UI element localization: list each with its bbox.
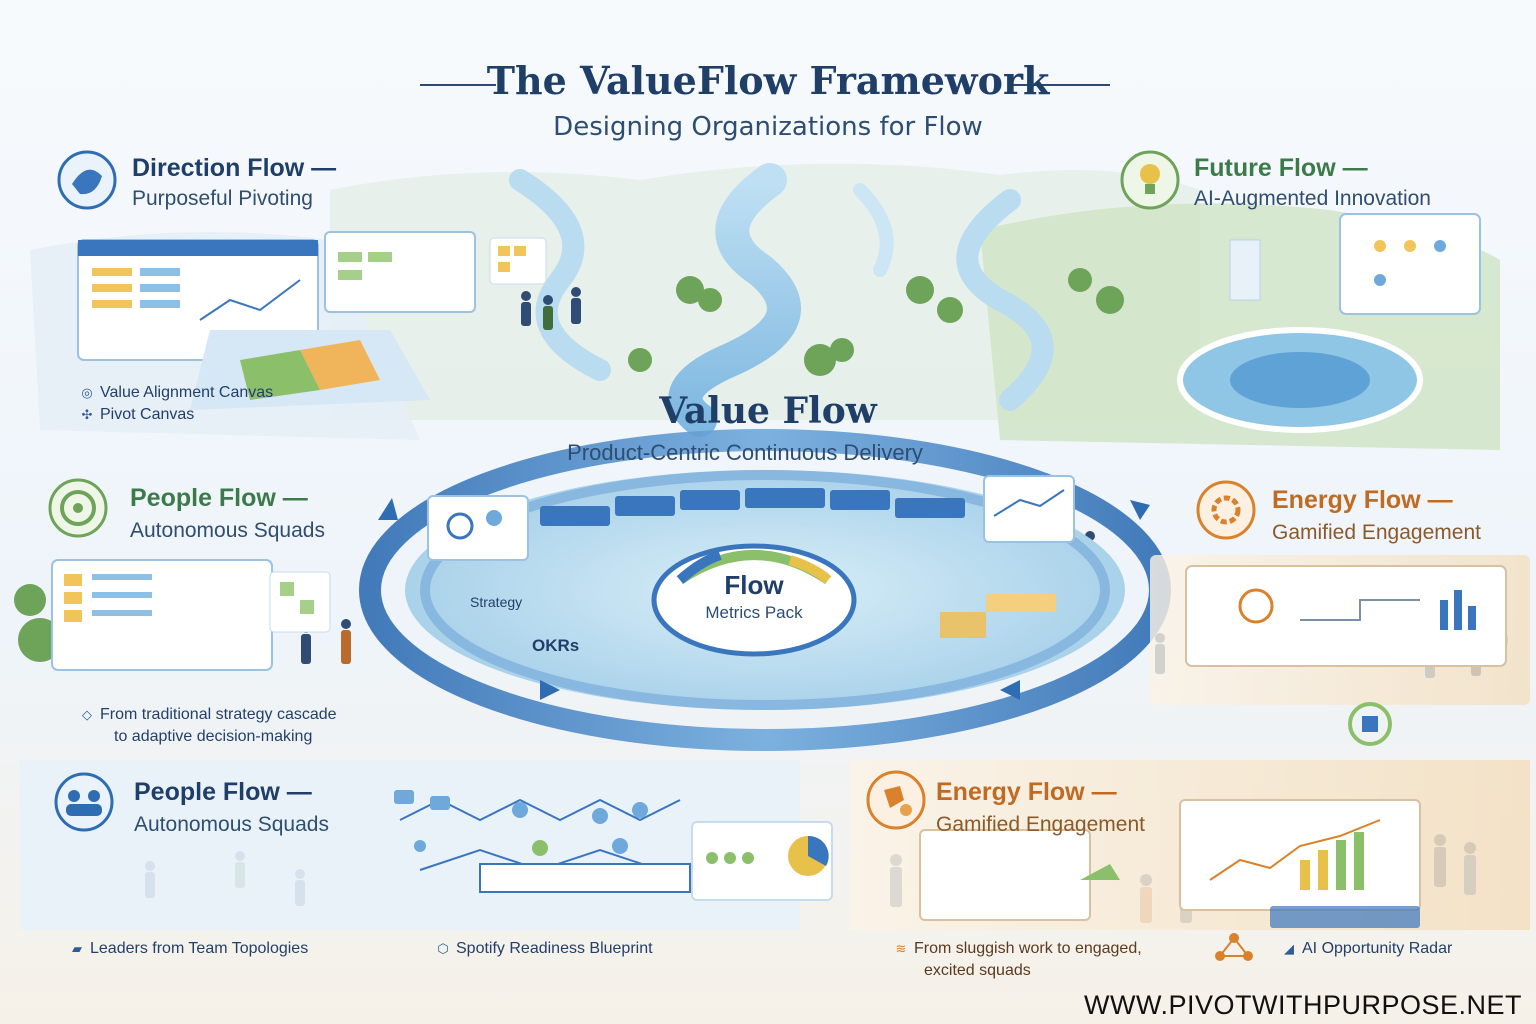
future-title: Future Flow — (1194, 154, 1368, 182)
direction-title: Direction Flow — (132, 154, 337, 182)
direction-subtitle: Purposeful Pivoting (132, 187, 313, 210)
hub-disc (651, 543, 857, 657)
people-mid-subtitle: Autonomous Squads (130, 519, 325, 542)
people-mid-title: People Flow — (130, 484, 308, 512)
river-left (509, 169, 611, 381)
people-mid-board (51, 559, 331, 671)
center-ring-inner (420, 470, 1110, 710)
process-band (540, 488, 965, 526)
radar-network-icon (1215, 933, 1253, 961)
ring-dashboard-left (427, 495, 529, 561)
people-mid-note: ◇ From traditional strategy cascade to ad… (80, 704, 337, 748)
energy-mid-title: Energy Flow — (1272, 486, 1453, 514)
energy-bottom-section: Energy Flow — Gamified Engagement (936, 778, 1145, 837)
energy-mid-board (1185, 565, 1507, 667)
page-subtitle: Designing Organizations for Flow (553, 112, 983, 142)
hub-title: Flow (724, 570, 784, 600)
title-rule-left (420, 84, 496, 86)
target-icon: ◎ (81, 385, 93, 400)
future-lightbulb-icon (1120, 150, 1180, 210)
hexagon-icon: ⬡ (437, 941, 449, 956)
river-right (956, 189, 1054, 411)
footer-item-engagement: ≋ From sluggish work to engaged, excited … (894, 938, 1142, 982)
footer-item-line2: excited squads (924, 962, 1031, 979)
energy-mid-section: Energy Flow — Gamified Engagement (1272, 486, 1481, 545)
direction-item: ✣ Pivot Canvas (80, 404, 273, 426)
footer-item-label: AI Opportunity Radar (1302, 940, 1453, 957)
title-rule-right (1010, 84, 1110, 86)
footer-item-ai-radar: ◢ AI Opportunity Radar (1282, 938, 1452, 960)
layers-icon: ≋ (895, 941, 907, 956)
direction-section: Direction Flow — Purposeful Pivoting (132, 154, 336, 211)
direction-item: ◎ Value Alignment Canvas (80, 382, 273, 404)
chat-icon: ▰ (72, 941, 82, 956)
footer-item-label: Leaders from Team Topologies (90, 940, 309, 957)
footer-item-spotify: ⬡ Spotify Readiness Blueprint (436, 938, 653, 960)
people-team-icon (54, 772, 114, 832)
river-far (853, 183, 894, 277)
value-flow-title: Value Flow (659, 390, 877, 432)
energy-mid-small-icon (1348, 702, 1392, 746)
direction-items: ◎ Value Alignment Canvas ✣ Pivot Canvas (80, 382, 273, 426)
strategy-label: Strategy (470, 594, 523, 610)
direction-item-label: Pivot Canvas (100, 406, 195, 423)
people-bottom-section: People Flow — Autonomous Squads (134, 778, 329, 837)
future-subtitle: AI-Augmented Innovation (1194, 187, 1431, 210)
energy-bottom-boards (919, 799, 1421, 928)
diagram-nodes (394, 790, 648, 856)
page-title: The ValueFlow Framework (486, 58, 1050, 103)
website-url: WWW.PIVOTWITHPURPOSE.NET (1084, 990, 1522, 1020)
footer-item-team-topologies: ▰ Leaders from Team Topologies (70, 938, 308, 960)
footer-item-line1: From sluggish work to engaged, (914, 940, 1142, 957)
energy-bottom-subtitle: Gamified Engagement (936, 813, 1145, 836)
radar-icon: ◢ (1284, 941, 1294, 956)
process-diagram (399, 798, 691, 893)
people-mid-note-line2: to adaptive decision-making (114, 728, 313, 745)
footer-item-label: Spotify Readiness Blueprint (456, 940, 653, 957)
future-screens (1177, 213, 1481, 433)
energy-shapes-icon (866, 770, 926, 830)
people-mid-section: People Flow — Autonomous Squads (130, 484, 325, 543)
people-bottom-subtitle: Autonomous Squads (134, 813, 329, 836)
energy-gear-icon (1196, 480, 1256, 540)
flow-metrics-hub: Flow Metrics Pack (656, 548, 852, 652)
hub-subtitle: Metrics Pack (705, 603, 803, 622)
ring-dashboard-right (983, 475, 1075, 543)
people-target-icon (48, 478, 108, 538)
energy-mid-subtitle: Gamified Engagement (1272, 521, 1481, 544)
people-bottom-bg (20, 760, 800, 930)
river-main (668, 163, 801, 437)
future-section: Future Flow — AI-Augmented Innovation (1194, 154, 1431, 211)
direction-icon (57, 150, 117, 210)
direction-screens (77, 231, 547, 410)
direction-item-label: Value Alignment Canvas (100, 384, 274, 401)
pivot-icon: ✣ (81, 407, 93, 422)
value-flow-subtitle: Product-Centric Continuous Delivery (567, 440, 923, 465)
okrs-label: OKRs (532, 636, 580, 655)
people-mid-note-line1: From traditional strategy cascade (100, 706, 337, 723)
people-bottom-title: People Flow — (134, 778, 312, 806)
energy-bottom-title: Energy Flow — (936, 778, 1117, 806)
ring-arrows (378, 498, 1150, 700)
diamond-icon: ◇ (82, 707, 92, 722)
